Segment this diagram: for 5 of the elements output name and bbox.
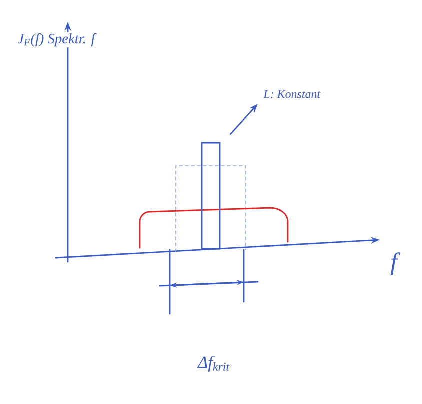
axis-label: f [390,252,400,276]
leader-text: L: Konstant [264,90,321,98]
dimension-label: Δf$_{krit}$ [197,355,231,373]
bar [201,142,221,250]
axis-label: J$_{F}$(f) Spektr. f [16,32,97,48]
